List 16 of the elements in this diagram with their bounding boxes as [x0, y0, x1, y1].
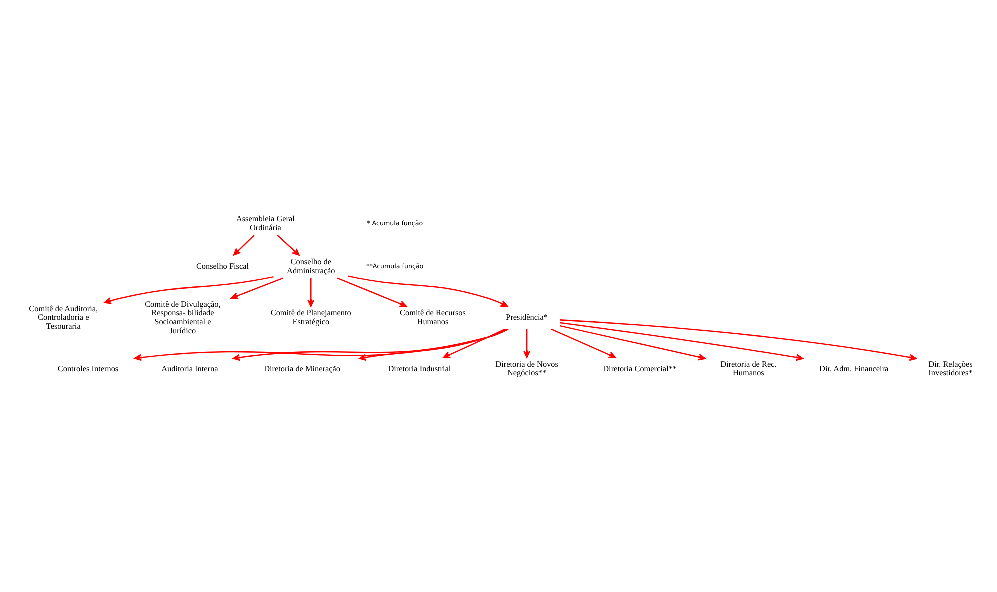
arrow	[277, 234, 300, 256]
arrow	[560, 319, 917, 361]
arrow	[348, 275, 508, 307]
arrow	[134, 328, 509, 361]
arrow	[231, 277, 284, 299]
arrow	[560, 324, 706, 360]
arrow	[308, 278, 315, 307]
arrow	[524, 328, 531, 358]
arrow	[232, 328, 509, 361]
arrow	[104, 276, 274, 304]
arrow	[560, 322, 804, 361]
arrow	[359, 328, 508, 361]
arrow	[443, 328, 506, 358]
arrow	[551, 328, 616, 358]
arrow	[337, 277, 408, 307]
arrow	[233, 234, 255, 256]
